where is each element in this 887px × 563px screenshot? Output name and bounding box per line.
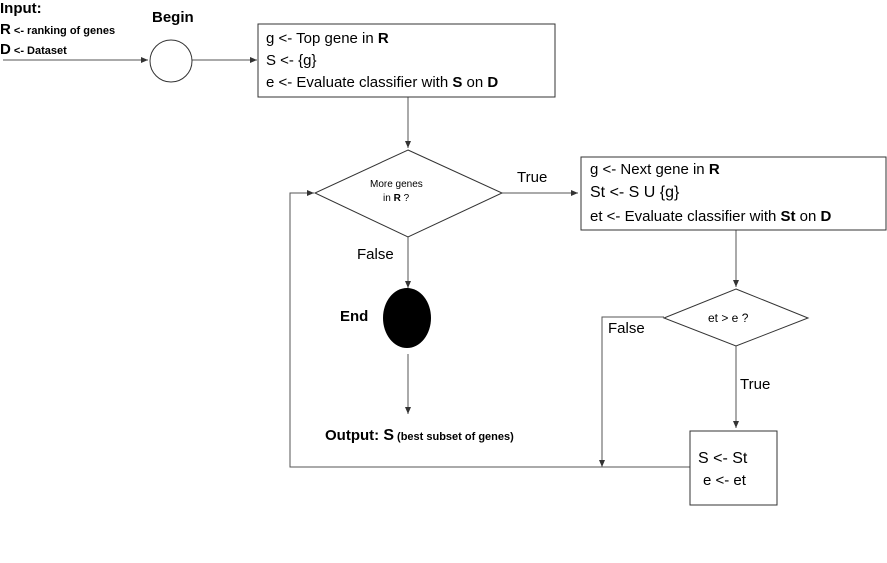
init-line-1-text: g <- Top gene in: [266, 30, 378, 47]
init-line-3-s: S: [452, 74, 463, 91]
next-line-3-st: St: [780, 208, 796, 225]
decision-more-in: in: [383, 193, 394, 204]
next-line-1-r: R: [708, 161, 720, 178]
next-line-1: g <- Next gene in R: [590, 162, 720, 177]
output-prefix: Output:: [325, 427, 384, 444]
decision-compare-text: et > e ?: [708, 311, 749, 325]
true-label-2: True: [740, 376, 771, 393]
init-line-3-d: D: [487, 74, 499, 91]
next-gene-box: [580, 156, 887, 231]
input-d-desc: <- Dataset: [10, 45, 67, 57]
true-label-1: True: [517, 169, 548, 186]
decision-more-r: R: [393, 193, 401, 204]
next-line-3-on: on: [795, 208, 821, 225]
end-node: [383, 288, 431, 348]
init-line-1-r: R: [377, 30, 389, 47]
init-line-3: e <- Evaluate classifier with S on D: [266, 75, 498, 90]
update-line-1: S <- St: [698, 450, 748, 467]
input-title: Input:: [0, 0, 42, 17]
input-r-key: R: [0, 21, 11, 38]
init-line-2: S <- {g}: [266, 52, 317, 69]
init-line-3-on: on: [462, 74, 488, 91]
output-symbol: S: [383, 427, 394, 444]
input-r-desc: <- ranking of genes: [10, 25, 116, 37]
begin-label: Begin: [152, 9, 194, 26]
end-label: End: [340, 308, 369, 325]
init-line-1: g <- Top gene in R: [266, 31, 389, 46]
next-line-3: et <- Evaluate classifier with St on D: [590, 209, 831, 224]
output-desc: (best subset of genes): [393, 431, 514, 443]
output-label: Output: S (best subset of genes): [325, 428, 514, 444]
init-box: [257, 23, 556, 98]
update-box: [689, 430, 778, 506]
input-d-key: D: [0, 41, 11, 58]
decision-compare: [662, 288, 810, 347]
arrow-loop-back: [289, 190, 690, 468]
decision-more-genes: [313, 149, 504, 238]
update-line-2: e <- et: [703, 472, 746, 489]
false-label-1: False: [357, 246, 394, 263]
next-line-3-text: et <- Evaluate classifier with: [590, 208, 781, 225]
begin-node: [149, 39, 193, 83]
input-dataset-legend: D <- Dataset: [0, 42, 67, 58]
decision-more-line-2: in R ?: [383, 194, 409, 204]
next-line-1-text: g <- Next gene in: [590, 161, 709, 178]
arrow-compare-false: [599, 316, 664, 467]
false-label-2: False: [608, 320, 645, 337]
input-ranking-legend: R <- ranking of genes: [0, 22, 115, 38]
decision-more-line-1: More genes: [370, 179, 423, 190]
decision-more-q: ?: [400, 193, 410, 204]
init-line-3-text: e <- Evaluate classifier with: [266, 74, 453, 91]
next-line-2: St <- S U {g}: [590, 184, 680, 201]
next-line-3-d: D: [820, 208, 832, 225]
